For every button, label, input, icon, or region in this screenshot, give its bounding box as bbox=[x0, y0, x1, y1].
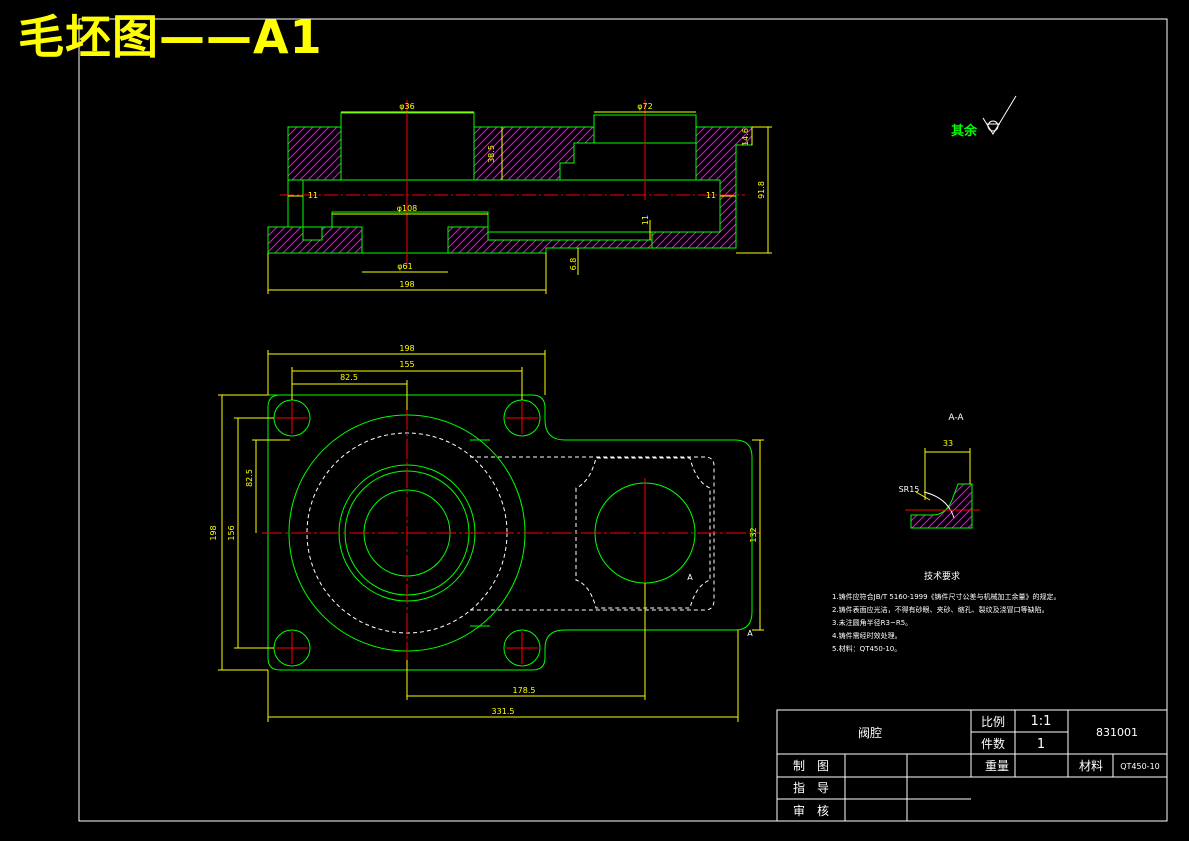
dim-height-total: 91.8 bbox=[757, 181, 766, 199]
dim-inner-l: 11 bbox=[641, 215, 650, 225]
guide-label: 指 导 bbox=[793, 780, 829, 795]
dim-plan-right-height: 132 bbox=[749, 527, 758, 542]
plan-right-boss bbox=[575, 457, 711, 609]
tech-line-4: 4.铸件需经时效处理。 bbox=[832, 631, 902, 640]
dim-thickness-right: 14.6 bbox=[741, 128, 750, 146]
dim-bottom-small: 6.8 bbox=[569, 258, 578, 271]
plan-neck bbox=[470, 439, 490, 627]
section-label: A-A bbox=[948, 413, 964, 423]
tech-heading: 技术要求 bbox=[924, 570, 960, 582]
dim-plan-width: 198 bbox=[399, 344, 414, 353]
drawing-frame bbox=[78, 18, 1168, 822]
dim-left-step: 11 bbox=[308, 191, 318, 200]
qty-value: 1 bbox=[1037, 737, 1045, 752]
section-hatch bbox=[910, 483, 973, 529]
dim-bore-mid: φ108 bbox=[397, 204, 418, 213]
dim-wall-height: 38.5 bbox=[487, 145, 496, 163]
part-name: 阀腔 bbox=[858, 725, 882, 740]
title-block: 阀腔 比例 1:1 件数 1 831001 重量 材料 QT450-10 制 图… bbox=[776, 709, 1168, 822]
top-view-dimensions bbox=[267, 111, 772, 294]
scale-label: 比例 bbox=[981, 715, 1005, 729]
top-view-outline bbox=[267, 112, 753, 254]
roughness-symbol-icon bbox=[982, 95, 1017, 135]
scale-value: 1:1 bbox=[1031, 714, 1052, 729]
top-view: φ36 φ72 φ108 φ61 198 38.5 14.6 91.8 11 1… bbox=[267, 100, 772, 294]
dim-plan-height-inner: 156 bbox=[227, 525, 236, 540]
qty-label: 件数 bbox=[981, 736, 1005, 751]
tech-line-3: 3.未注圆角半径R3~R5。 bbox=[832, 618, 912, 627]
surface-finish: 其余 bbox=[951, 95, 1017, 139]
dim-plan-hole-span: 155 bbox=[399, 360, 414, 369]
dim-plan-right-length: 178.5 bbox=[513, 686, 536, 695]
plan-centerlines bbox=[262, 402, 760, 664]
dim-plan-height: 198 bbox=[209, 525, 218, 540]
plan-outline bbox=[267, 394, 753, 671]
drawn-label: 制 图 bbox=[793, 759, 829, 773]
material-label: 材料 bbox=[1079, 759, 1103, 773]
dim-bore-top-left: φ36 bbox=[399, 102, 414, 111]
section-arc bbox=[923, 491, 955, 519]
dim-plan-left-small: 82.5 bbox=[245, 469, 254, 487]
top-view-hatch bbox=[267, 126, 753, 254]
section-a-a: A-A 33 SR15 bbox=[899, 413, 980, 529]
tech-requirements: 技术要求 1.铸件应符合JB/T 5160-1999《铸件尺寸公差与机械加工余量… bbox=[832, 570, 1061, 653]
drawing-number: 831001 bbox=[1096, 726, 1138, 739]
plan-dimensions bbox=[218, 350, 764, 722]
dim-bore-bottom: φ61 bbox=[397, 262, 412, 271]
tech-line-5: 5.材料：QT450-10。 bbox=[832, 644, 901, 653]
section-marker-1: A bbox=[687, 573, 693, 582]
top-view-cavity bbox=[302, 179, 721, 233]
section-marker-2: A bbox=[747, 629, 753, 638]
dim-right-step: 11 bbox=[706, 191, 716, 200]
weight-label: 重量 bbox=[985, 759, 1009, 773]
surface-finish-label: 其余 bbox=[951, 123, 978, 139]
dim-plan-overall: 331.5 bbox=[492, 707, 515, 716]
section-radius: SR15 bbox=[899, 485, 920, 494]
review-label: 审 核 bbox=[793, 803, 829, 818]
drawing-title: 毛坯图——A1 bbox=[18, 10, 323, 64]
dim-bore-top-right: φ72 bbox=[637, 102, 652, 111]
section-width: 33 bbox=[943, 439, 953, 448]
dim-plan-left-offset: 82.5 bbox=[340, 373, 358, 382]
plan-view: 198 155 82.5 198 156 82.5 178.5 331.5 13… bbox=[209, 344, 764, 722]
tech-line-2: 2.铸件表面应光洁，不得有砂眼、夹砂、缩孔、裂纹及浇冒口等缺陷。 bbox=[832, 605, 1049, 614]
dim-length: 198 bbox=[399, 280, 414, 289]
tech-line-1: 1.铸件应符合JB/T 5160-1999《铸件尺寸公差与机械加工余量》的规定。 bbox=[832, 592, 1061, 601]
material-value: QT450-10 bbox=[1120, 762, 1160, 771]
